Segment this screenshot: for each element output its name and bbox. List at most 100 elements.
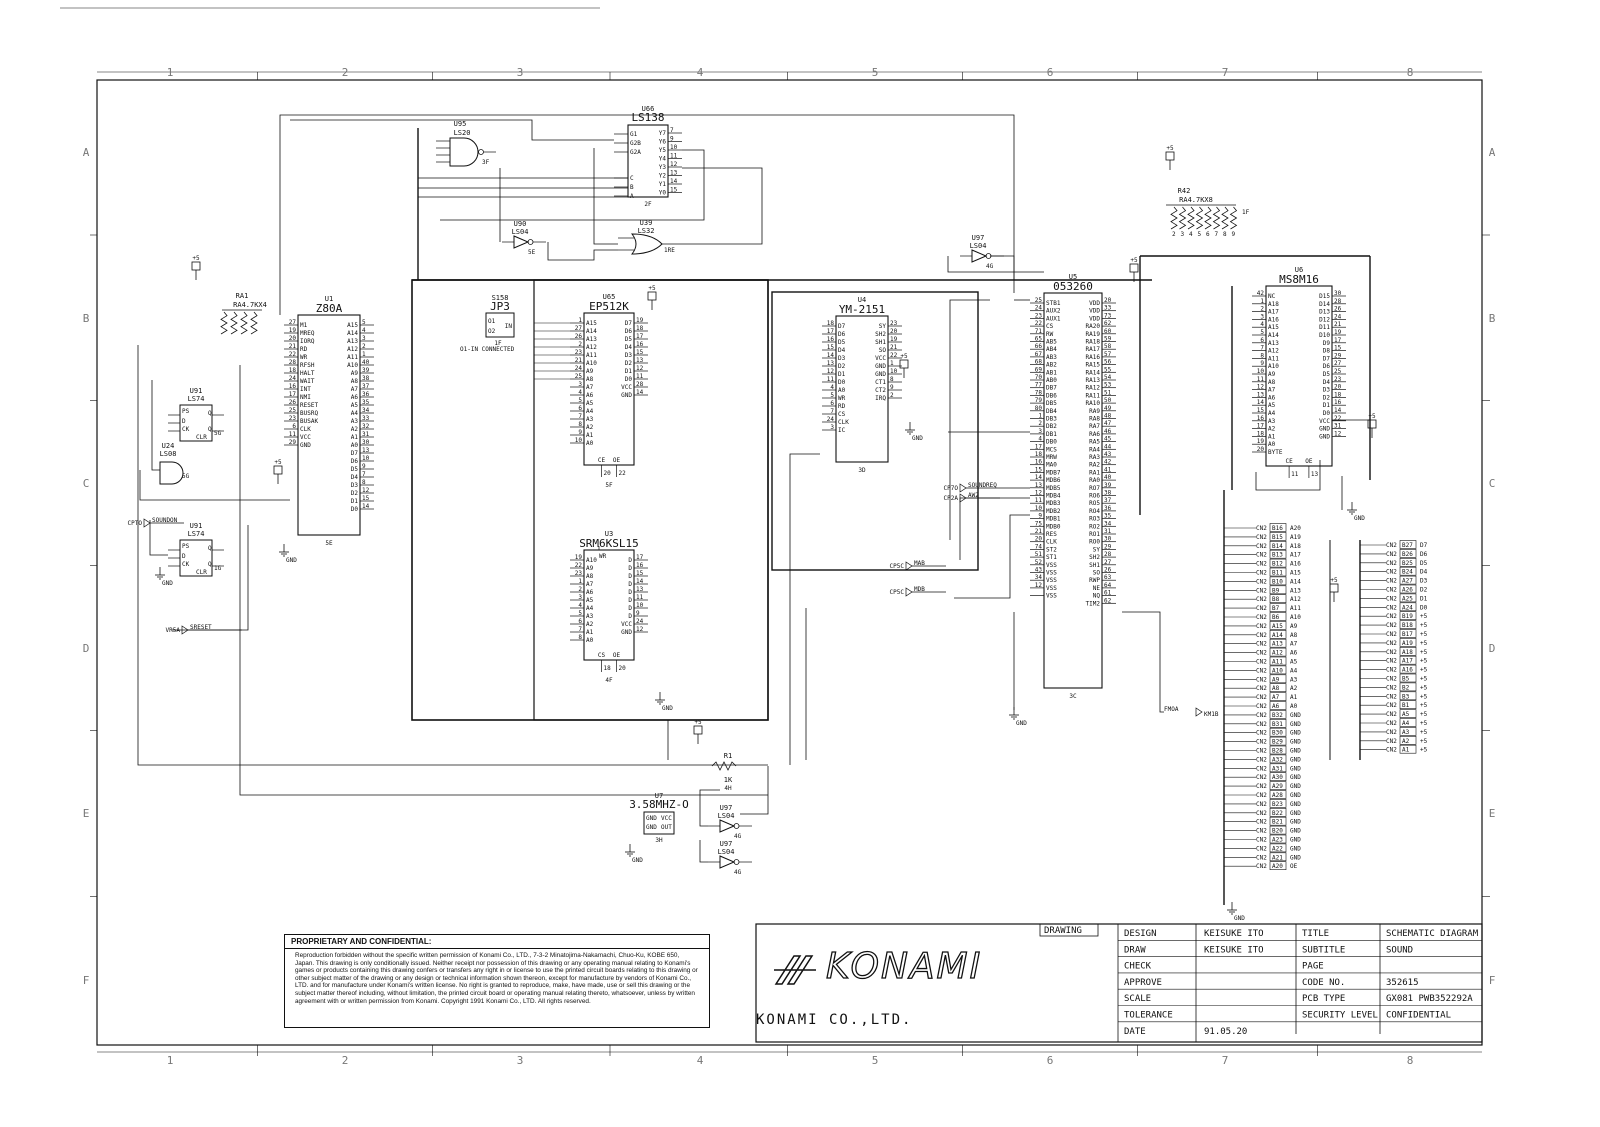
zone-col-top: 6 <box>1047 66 1054 79</box>
cn2-pin: A4 <box>1402 720 1410 727</box>
gnd-cn2: GND <box>1227 902 1245 922</box>
cn2-signal: D6 <box>1420 551 1428 558</box>
pin-name: RW <box>1046 331 1054 338</box>
tb-info-value: CONFIDENTIAL <box>1386 1011 1451 1021</box>
pin-number: 8 <box>578 421 582 428</box>
pin-number: 6 <box>578 618 582 625</box>
pin-number: 42 <box>1257 290 1265 297</box>
pin-number: 14 <box>827 352 835 359</box>
zone-row-left: A <box>83 146 90 159</box>
pin-name: D7 <box>1323 355 1331 362</box>
pin-number: 18 <box>604 665 612 672</box>
wire <box>740 766 769 815</box>
pin-number: 60 <box>1104 328 1112 335</box>
pin-name: A10 <box>586 557 597 564</box>
wire <box>959 497 1030 560</box>
cn2-signal: A8 <box>1290 632 1298 639</box>
pin-name: A4 <box>586 605 594 612</box>
pin-number: 16 <box>289 383 297 390</box>
cn2-pin: A27 <box>1402 578 1413 585</box>
cn2-pin-box <box>1399 584 1417 594</box>
pin-name: SH1 <box>875 339 886 346</box>
cn2-pin-box <box>1269 558 1287 568</box>
part-location: 5G <box>182 473 190 480</box>
pin-name: D13 <box>1319 309 1330 316</box>
pin-name: D4 <box>1323 379 1331 386</box>
cn2-pin: A32 <box>1272 756 1283 763</box>
cn2-signal: GND <box>1290 837 1301 844</box>
pin-name: A11 <box>347 354 358 361</box>
cn2-name: CN2 <box>1256 578 1267 585</box>
vcc-ep512k: +5 <box>647 285 657 310</box>
cn2-pin-box <box>1269 754 1287 764</box>
cn2-signal: +5 <box>1420 729 1428 736</box>
pin-name: VDD <box>1089 315 1100 322</box>
konami-logo-icon <box>774 955 816 985</box>
cn2-pin: B22 <box>1272 810 1283 817</box>
pin-name: CS <box>1046 323 1054 330</box>
cn2-name: CN2 <box>1256 845 1267 852</box>
zone-col-top: 5 <box>872 66 879 79</box>
cn2-signal: A6 <box>1290 650 1298 657</box>
cn2-pin: A5 <box>1402 711 1410 718</box>
pin-number: 34 <box>362 407 370 414</box>
cn2-name: CN2 <box>1386 684 1397 691</box>
net-connector-label: KM1B <box>1204 711 1219 718</box>
pin-name: WR <box>300 354 308 361</box>
pin-number: 12 <box>1334 430 1342 437</box>
pin-name: Q <box>208 561 212 568</box>
gnd-label: GND <box>1234 915 1245 922</box>
pin-name: SY <box>1093 546 1101 553</box>
pin-name: DB4 <box>1046 408 1057 415</box>
pin-name: SH2 <box>875 331 886 338</box>
vcc-label: +5 <box>900 353 908 360</box>
wire <box>954 514 1030 599</box>
pin-name: B <box>630 184 634 191</box>
ic-body-u6 <box>1265 285 1333 467</box>
zone-col-bottom: 5 <box>872 1054 879 1067</box>
cn2-name: CN2 <box>1256 632 1267 639</box>
pin-name: IRQ <box>875 395 886 402</box>
wire <box>440 149 705 221</box>
pin-name: A16 <box>1268 316 1279 323</box>
pin-name: A2 <box>586 621 594 628</box>
cn2-pin-box <box>1269 781 1287 790</box>
cn2-signal: D0 <box>1420 604 1428 611</box>
vcc-u5: +5 <box>1129 257 1139 282</box>
pin-name: A9 <box>586 368 594 375</box>
pin-name: D <box>628 573 632 580</box>
pin-name: IN <box>505 323 513 330</box>
pin-name: CT1 <box>875 379 886 386</box>
pin-name: SY <box>879 323 887 330</box>
cn2-signal: GND <box>1290 854 1301 861</box>
cn2-pin-box <box>1399 540 1417 549</box>
pin-number: 59 <box>1104 336 1112 343</box>
pin-number: 11 <box>1035 497 1043 504</box>
data-bus-box <box>533 279 769 721</box>
cn2-pin: B1 <box>1402 702 1410 709</box>
pin-number: 17 <box>1334 337 1342 344</box>
pin-name: DB6 <box>1046 392 1057 399</box>
pin-name: AB4 <box>1046 346 1057 353</box>
pin-name: A12 <box>347 346 358 353</box>
cn2-pin-box <box>1399 602 1417 612</box>
part-ref: U97 <box>720 804 733 812</box>
pin-name: A5 <box>351 402 359 409</box>
cn2-signal: GND <box>1290 765 1301 772</box>
tb-info-value: GX081 PWB352292A <box>1386 994 1473 1004</box>
pin-number: 52 <box>1035 559 1043 566</box>
cn2-signal: GND <box>1290 721 1301 728</box>
part-ref: U66 <box>642 105 655 113</box>
pin-name: GND <box>1319 426 1330 433</box>
part-name: JP3 <box>490 300 510 313</box>
cn2-signal: GND <box>1290 756 1301 763</box>
cn2-name: CN2 <box>1386 622 1397 629</box>
pin-number: 21 <box>890 344 898 351</box>
